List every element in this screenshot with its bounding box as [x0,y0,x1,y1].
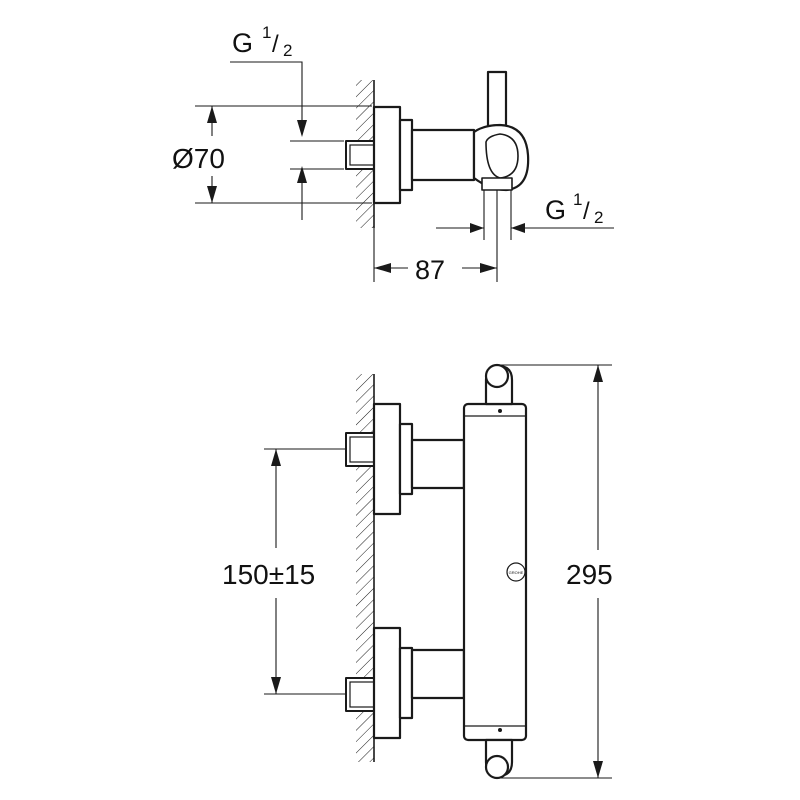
connection-stub-top [345,140,375,170]
thread-label-right-main: G [545,195,566,225]
brand-logo: GROHE [506,562,526,582]
thread-label-top-den: 2 [283,41,292,60]
fraction-slash-right: / [583,198,590,225]
thermostat-body: GROHE [462,363,528,780]
connecting-pipe-top [410,128,476,182]
spacing-dimension: 150±15 [222,448,346,695]
thread-label-right-num: 1 [573,190,582,209]
depth-label: 87 [415,255,445,285]
depth-dimension: 87 [373,190,498,285]
spacing-label: 150±15 [222,559,315,590]
height-label: 295 [566,559,613,590]
height-dimension: 295 [498,364,613,779]
thread-label-top-main: G [232,28,253,58]
front-view: GROHE 150±15 295 [222,363,613,780]
diameter-dimension: Ø70 [172,105,372,204]
fraction-slash-top: / [272,31,279,58]
mixer-handle-top [472,70,530,192]
thread-label-top-num: 1 [262,23,271,42]
escutcheon-top [372,105,414,205]
thread-label-right-den: 2 [594,208,603,227]
top-view: G 1 / 2 Ø70 [172,23,614,285]
thread-dimension-top: G 1 / 2 [230,23,344,220]
brand-logo-text: GROHE [509,570,524,575]
lower-connection [345,626,499,740]
diameter-label: Ø70 [172,143,225,174]
thread-dimension-right: G 1 / 2 [436,190,614,240]
